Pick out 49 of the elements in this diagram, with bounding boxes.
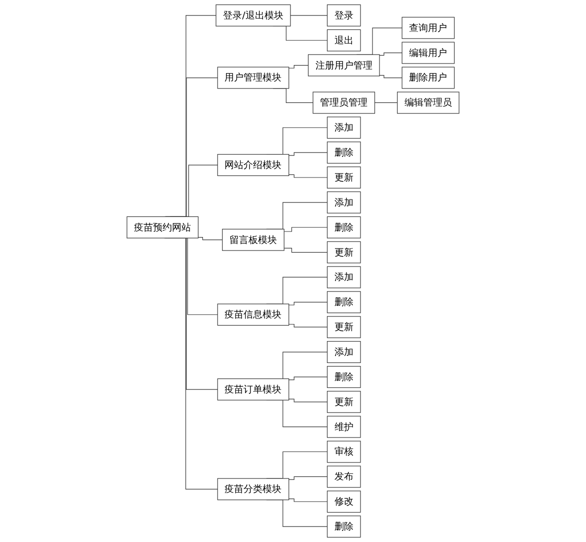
node-box: 修改 bbox=[326, 490, 361, 513]
connector bbox=[379, 74, 402, 78]
connector bbox=[288, 376, 328, 380]
node-box: 维护 bbox=[326, 416, 361, 438]
connector bbox=[288, 152, 328, 156]
node-box: 添加 bbox=[326, 341, 361, 364]
node-box: 退出 bbox=[326, 29, 361, 52]
node-box: 注册用户管理 bbox=[308, 54, 380, 76]
node-box: 删除 bbox=[326, 291, 361, 314]
node-box: 疫苗订单模块 bbox=[217, 378, 290, 400]
node-box: 网站介绍模块 bbox=[217, 154, 290, 176]
connector bbox=[284, 248, 328, 253]
connector bbox=[288, 65, 309, 68]
node-box: 删除用户 bbox=[402, 66, 455, 89]
connector bbox=[288, 398, 328, 402]
connector bbox=[379, 52, 402, 56]
connector bbox=[374, 102, 398, 103]
node-box: 更新 bbox=[326, 166, 361, 188]
node-box: 疫苗信息模块 bbox=[217, 304, 290, 326]
node-box: 更新 bbox=[326, 316, 361, 338]
node-box: 编辑管理员 bbox=[397, 92, 460, 114]
node-box: 添加 bbox=[326, 266, 361, 288]
node-box: 疫苗分类模块 bbox=[217, 478, 290, 500]
node-box: 编辑用户 bbox=[402, 42, 455, 64]
node-box: 审核 bbox=[326, 440, 361, 463]
node-box: 用户管理模块 bbox=[217, 66, 290, 89]
node-box: 添加 bbox=[326, 116, 361, 139]
connector bbox=[288, 476, 328, 480]
node-box: 登录 bbox=[326, 4, 361, 26]
node-box: 留言板模块 bbox=[222, 228, 284, 251]
node-box: 登录/退出模块 bbox=[216, 4, 291, 26]
connector bbox=[288, 324, 328, 328]
node-box: 更新 bbox=[326, 241, 361, 264]
node-box: 删除 bbox=[326, 142, 361, 164]
connector bbox=[288, 498, 328, 502]
connector bbox=[288, 302, 328, 306]
node-box: 查询用户 bbox=[402, 16, 455, 39]
node-box: 删除 bbox=[326, 516, 361, 538]
node-box: 发布 bbox=[326, 466, 361, 488]
node-box: 删除 bbox=[326, 366, 361, 388]
connector bbox=[288, 174, 328, 178]
node-box: 疫苗预约网站 bbox=[126, 216, 198, 238]
node-box: 更新 bbox=[326, 390, 361, 413]
connector bbox=[198, 237, 223, 240]
connector bbox=[290, 15, 328, 16]
connector bbox=[284, 227, 328, 232]
node-box: 管理员管理 bbox=[312, 92, 376, 114]
node-box: 添加 bbox=[326, 191, 361, 214]
node-box: 删除 bbox=[326, 216, 361, 238]
